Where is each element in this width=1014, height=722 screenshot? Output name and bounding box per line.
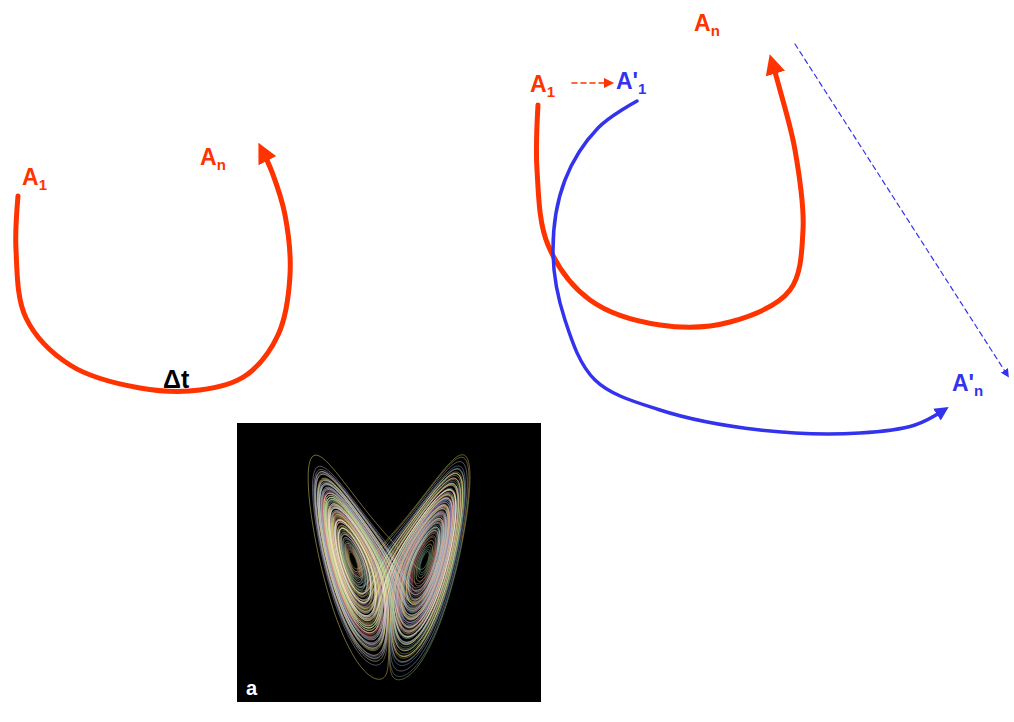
lorenz-trajectory [345, 462, 467, 671]
lorenz-trajectory [341, 534, 364, 587]
reference-trajectory [537, 62, 804, 327]
point-label: An [200, 146, 226, 172]
point-label: An [694, 12, 720, 38]
lorenz-trajectory [387, 504, 462, 676]
time-interval-label: Δt [163, 367, 189, 392]
point-label: A1 [22, 166, 47, 192]
reference-trajectory [16, 150, 290, 391]
divergence-line [795, 44, 1008, 376]
perturbation-arrow [572, 82, 612, 84]
panel-letter: a [246, 678, 257, 698]
lorenz-trajectory [335, 520, 376, 603]
point-label: A1 [530, 73, 555, 99]
point-label: A'1 [616, 70, 646, 96]
lorenz-trajectory [322, 490, 453, 636]
attractor-panel [237, 423, 541, 702]
point-label: A'n [952, 372, 983, 398]
lorenz-trajectory [342, 492, 447, 613]
lorenz-trajectory [335, 474, 463, 656]
lorenz-trajectory [391, 506, 449, 655]
lorenz-trajectory [328, 490, 456, 636]
perturbed-trajectory [553, 101, 944, 434]
